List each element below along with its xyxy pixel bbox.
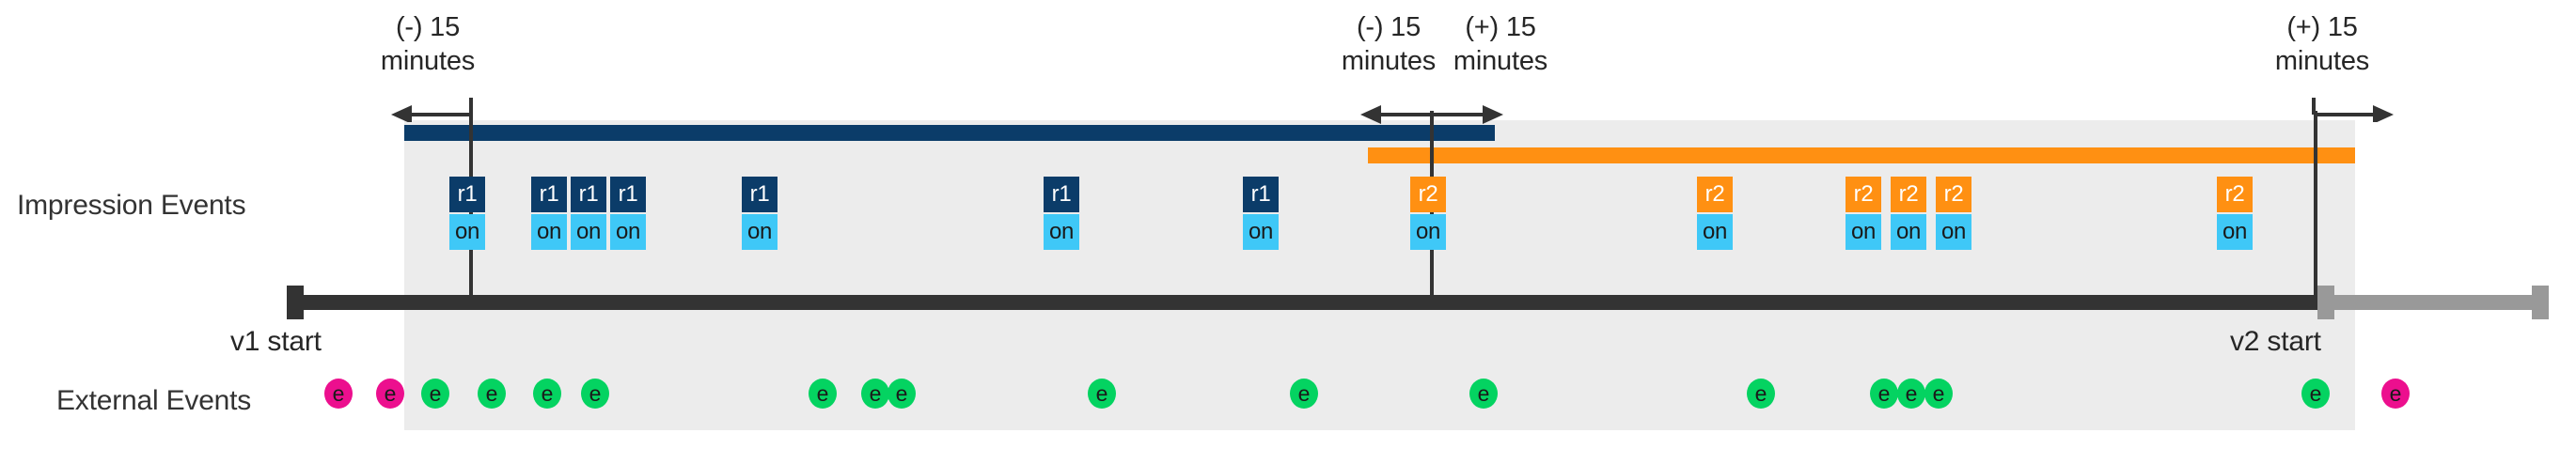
external-event-dot-green-e13: e <box>1747 379 1775 409</box>
external-event-dot-green-e9: e <box>887 379 916 409</box>
callout-line-1: (+) 15 <box>1465 12 1536 42</box>
impression-badge-r1-i4: r1 <box>610 177 646 212</box>
v2-start-caption: v2 start <box>2230 326 2321 357</box>
callout-line-2: minutes <box>2274 45 2370 76</box>
impression-badge-r1-i5: r1 <box>742 177 778 212</box>
impression-badge-on-i11: on <box>1891 214 1926 250</box>
highlight-band <box>404 120 2355 430</box>
impression-badge-r2-i9: r2 <box>1697 177 1733 212</box>
callout-minus-15-minutes-2: (-) 15 minutes <box>1299 11 1478 79</box>
external-event-dot-green-e16: e <box>1924 379 1953 409</box>
marker-line-v1-axis <box>469 247 473 299</box>
v1-attribution-window-bar <box>404 125 1495 141</box>
impression-badge-r2-i12: r2 <box>1936 177 1971 212</box>
impression-badge-on-i5: on <box>742 214 778 250</box>
impression-badge-on-i13: on <box>2217 214 2253 250</box>
external-event-dot-green-e10: e <box>1088 379 1116 409</box>
impression-badge-on-i7: on <box>1243 214 1279 250</box>
impression-badge-on-i2: on <box>531 214 567 250</box>
callout-line-1: (-) 15 <box>1356 12 1422 42</box>
impression-badge-r1-i2: r1 <box>531 177 567 212</box>
timeline-axis <box>287 286 2549 319</box>
impression-badge-on-i1: on <box>449 214 485 250</box>
impression-badge-r2-i11: r2 <box>1891 177 1926 212</box>
impression-badge-r1-i6: r1 <box>1044 177 1079 212</box>
callout-line-2: minutes <box>1341 45 1437 76</box>
external-event-dot-green-e5: e <box>533 379 561 409</box>
impression-badge-r1-i3: r1 <box>571 177 606 212</box>
external-event-dot-green-e15: e <box>1897 379 1925 409</box>
callout-plus-15-minutes-3: (+) 15 minutes <box>1411 11 1590 79</box>
impression-badge-on-i12: on <box>1936 214 1971 250</box>
external-event-dot-green-e8: e <box>861 379 889 409</box>
v1-start-caption: v1 start <box>230 326 322 357</box>
external-event-dot-green-e6: e <box>581 379 609 409</box>
impression-badge-on-i6: on <box>1044 214 1079 250</box>
impression-badge-r2-i13: r2 <box>2217 177 2253 212</box>
impression-badge-on-i8: on <box>1410 214 1446 250</box>
impression-badge-on-i9: on <box>1697 214 1733 250</box>
impression-badge-on-i3: on <box>571 214 606 250</box>
external-events-row-label: External Events <box>56 385 252 416</box>
impression-events-row-label: Impression Events <box>17 190 246 221</box>
external-event-dot-pink-e2: e <box>376 379 404 409</box>
v2-attribution-window-bar <box>1368 147 2355 163</box>
external-event-dot-green-e14: e <box>1870 379 1898 409</box>
marker-line-v2-axis <box>1430 247 1434 299</box>
callout-line-1: (+) 15 <box>2286 12 2358 42</box>
impression-badge-r1-i1: r1 <box>449 177 485 212</box>
callout-line-1: (-) 15 <box>395 12 461 42</box>
external-event-dot-green-e7: e <box>809 379 837 409</box>
impression-badge-r2-i8: r2 <box>1410 177 1446 212</box>
external-event-dot-pink-e18: e <box>2381 379 2410 409</box>
callout-minus-15-minutes-1: (-) 15 minutes <box>338 11 517 79</box>
impression-badge-on-i10: on <box>1846 214 1881 250</box>
external-event-dot-pink-e1: e <box>324 379 353 409</box>
impression-badge-r2-i10: r2 <box>1846 177 1881 212</box>
external-event-dot-green-e11: e <box>1290 379 1318 409</box>
external-event-dot-green-e4: e <box>478 379 506 409</box>
callout-line-2: minutes <box>380 45 476 76</box>
marker-line-v2-start <box>2314 111 2317 299</box>
callout-line-2: minutes <box>1453 45 1548 76</box>
impression-badge-r1-i7: r1 <box>1243 177 1279 212</box>
external-event-dot-green-e12: e <box>1469 379 1498 409</box>
impression-badge-on-i4: on <box>610 214 646 250</box>
external-event-dot-green-e17: e <box>2301 379 2330 409</box>
callout-plus-15-minutes-4: (+) 15 minutes <box>2233 11 2411 79</box>
external-event-dot-green-e3: e <box>421 379 449 409</box>
